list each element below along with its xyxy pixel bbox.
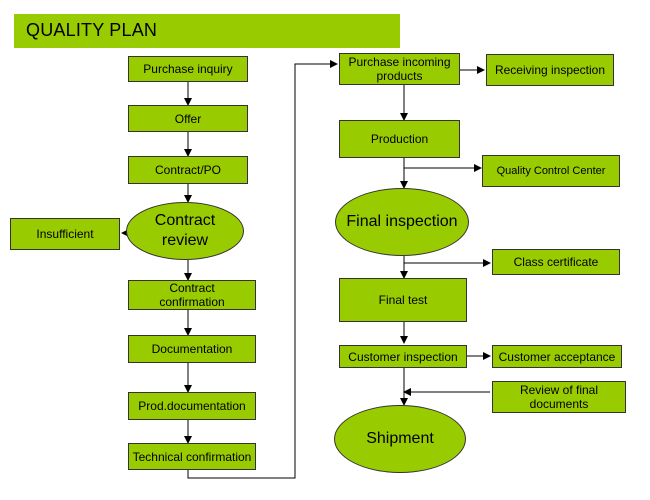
purchase-inquiry-box: Purchase inquiry (128, 56, 248, 82)
contract-confirmation-line2: confirmation (159, 295, 225, 309)
customer-acceptance-label: Customer acceptance (498, 349, 616, 364)
contract-review-label-line2: review (161, 232, 209, 249)
purchase-incoming-line1: Purchase incoming (348, 55, 451, 69)
contract-review-label-line1: Contract (154, 212, 216, 229)
final-inspection-label: Final inspection (346, 213, 458, 230)
production-label: Production (370, 132, 429, 146)
documentation-label: Documentation (151, 342, 233, 356)
offer-box: Offer (128, 105, 248, 132)
purchase-inquiry-label: Purchase inquiry (143, 62, 233, 76)
prod-documentation-label: Prod.documentation (138, 399, 246, 413)
receiving-inspection-label: Receiving inspection (494, 63, 606, 77)
documentation-box: Documentation (128, 335, 256, 363)
insufficient-label: Insufficient (36, 227, 94, 241)
customer-inspection-box: Customer inspection (339, 345, 467, 368)
insufficient-box: Insufficient (10, 218, 120, 250)
class-certificate-label: Class certificate (513, 255, 599, 269)
review-final-line1: Review of final (519, 383, 599, 397)
contract-po-box: Contract/PO (128, 156, 248, 184)
purchase-incoming-line2: products (376, 69, 423, 83)
page-title: QUALITY PLAN (26, 20, 158, 40)
class-certificate-box: Class certificate (492, 249, 620, 275)
review-final-line2: documents (529, 397, 589, 411)
technical-confirmation-box: Technical confirmation (128, 443, 256, 470)
quality-control-center-box: Quality Control Center (482, 155, 620, 187)
final-test-box: Final test (339, 278, 467, 322)
title-bar: QUALITY PLAN (14, 14, 400, 48)
shipment-ellipse: Shipment (334, 405, 466, 473)
offer-label: Offer (174, 111, 202, 126)
technical-confirmation-label: Technical confirmation (132, 449, 252, 464)
contract-review-ellipse: Contract review (126, 202, 244, 260)
contract-confirmation-line1: Contract (169, 281, 215, 295)
arrow-technical-purchase (187, 60, 338, 479)
final-test-label: Final test (378, 293, 428, 307)
contract-po-label: Contract/PO (154, 163, 222, 177)
receiving-inspection-box: Receiving inspection (486, 54, 614, 86)
prod-documentation-box: Prod.documentation (128, 392, 256, 420)
quality-control-center-label: Quality Control Center (496, 165, 606, 177)
production-box: Production (339, 120, 460, 158)
shipment-label: Shipment (366, 430, 434, 447)
final-inspection-ellipse: Final inspection (335, 188, 469, 256)
customer-acceptance-box: Customer acceptance (492, 345, 622, 368)
customer-inspection-label: Customer inspection (348, 349, 458, 364)
